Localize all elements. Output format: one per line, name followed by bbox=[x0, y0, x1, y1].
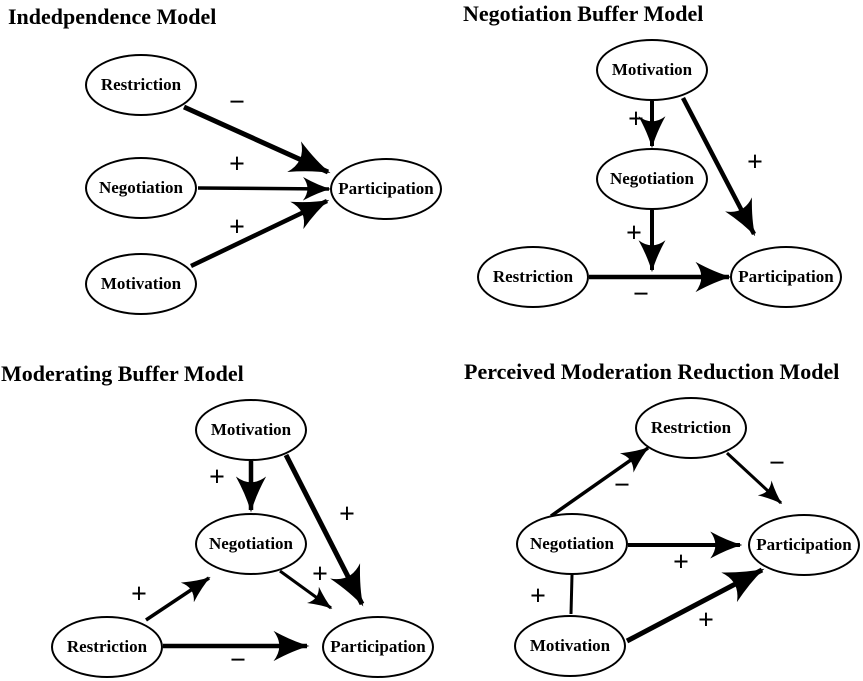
p3-node-motivation: Motivation bbox=[195, 399, 307, 461]
p4-sign-negotiation-motivation: + bbox=[530, 581, 546, 612]
p4-node-participation-label: Participation bbox=[756, 535, 852, 554]
p4-edge-restriction-to-participation bbox=[725, 451, 783, 505]
p4-sign-negotiation-participation: + bbox=[673, 547, 689, 578]
p3-edge-negotiation-to-participation bbox=[279, 569, 333, 610]
p3-sign-motivation-negotiation: + bbox=[209, 462, 225, 493]
p2-node-negotiation: Negotiation bbox=[596, 148, 708, 210]
p1-title: Indedpendence Model bbox=[8, 4, 217, 29]
p1-sign-negotiation-participation: + bbox=[229, 149, 245, 180]
p3-node-participation-label: Participation bbox=[330, 637, 426, 656]
p3-node-negotiation-label: Negotiation bbox=[208, 534, 294, 553]
p4-node-participation: Participation bbox=[748, 514, 860, 576]
p4-title: Perceived Moderation Reduction Model bbox=[464, 359, 840, 384]
p1-node-restriction: Restriction bbox=[85, 54, 197, 116]
p4-edge-negotiation-to-restriction bbox=[549, 446, 650, 518]
p3-edge-restriction-to-negotiation bbox=[145, 576, 211, 622]
p4-sign-restriction-participation: − bbox=[769, 448, 785, 479]
p1-edge-motivation-to-participation bbox=[190, 198, 330, 269]
p2-sign-motivation-participation: + bbox=[747, 147, 763, 178]
p3-node-negotiation: Negotiation bbox=[195, 513, 307, 575]
p2-sign-negotiation-moderation: + bbox=[626, 218, 642, 249]
p1-node-negotiation: Negotiation bbox=[85, 157, 197, 219]
p3-sign-motivation-participation: + bbox=[339, 499, 355, 530]
p1-node-negotiation-label: Negotiation bbox=[98, 178, 184, 197]
p4-edge-motivation-to-participation bbox=[625, 567, 765, 644]
p4-node-motivation-label: Motivation bbox=[529, 636, 611, 655]
p1-edge-restriction-to-participation bbox=[182, 104, 331, 175]
p2-node-restriction-label: Restriction bbox=[492, 267, 574, 286]
p2-sign-restriction-participation: − bbox=[633, 279, 649, 310]
p1-node-motivation-label: Motivation bbox=[100, 274, 182, 293]
p1-node-motivation: Motivation bbox=[85, 253, 197, 315]
p2-title: Negotiation Buffer Model bbox=[463, 1, 704, 26]
p3-node-restriction-label: Restriction bbox=[66, 637, 148, 656]
p1-edge-negotiation-to-participation bbox=[197, 177, 331, 201]
p2-node-motivation: Motivation bbox=[596, 39, 708, 101]
p4-node-motivation: Motivation bbox=[514, 615, 626, 677]
p4-node-negotiation: Negotiation bbox=[516, 513, 628, 575]
p3-sign-negotiation-participation: + bbox=[312, 559, 328, 590]
p1-node-restriction-label: Restriction bbox=[100, 75, 182, 94]
p2-edge-motivation-to-participation bbox=[681, 96, 756, 237]
p2-node-negotiation-label: Negotiation bbox=[609, 169, 695, 188]
p1-sign-motivation-participation: + bbox=[229, 212, 245, 243]
p1-sign-restriction-participation: − bbox=[229, 87, 245, 118]
p4-node-restriction: Restriction bbox=[635, 397, 747, 459]
p3-title: Moderating Buffer Model bbox=[1, 361, 244, 386]
p3-sign-restriction-negotiation: + bbox=[131, 579, 147, 610]
p4-sign-negotiation-restriction: − bbox=[614, 470, 630, 501]
p4-edge-negotiation-motivation-correlation bbox=[569, 574, 574, 615]
p3-node-motivation-label: Motivation bbox=[210, 420, 292, 439]
p3-node-participation: Participation bbox=[322, 616, 434, 678]
p1-node-participation-label: Participation bbox=[338, 179, 434, 198]
p4-node-restriction-label: Restriction bbox=[650, 418, 732, 437]
p2-sign-motivation-negotiation: + bbox=[628, 104, 644, 135]
p1-node-participation: Participation bbox=[330, 158, 442, 220]
p3-sign-restriction-participation: − bbox=[230, 645, 246, 676]
p2-node-participation-label: Participation bbox=[738, 267, 834, 286]
p2-node-restriction: Restriction bbox=[477, 246, 589, 308]
p2-node-participation: Participation bbox=[730, 246, 842, 308]
p4-node-negotiation-label: Negotiation bbox=[529, 534, 615, 553]
p4-sign-motivation-participation: + bbox=[698, 605, 714, 636]
p3-edge-motivation-to-participation bbox=[283, 453, 365, 607]
p2-node-motivation-label: Motivation bbox=[611, 60, 693, 79]
p3-node-restriction: Restriction bbox=[51, 616, 163, 678]
